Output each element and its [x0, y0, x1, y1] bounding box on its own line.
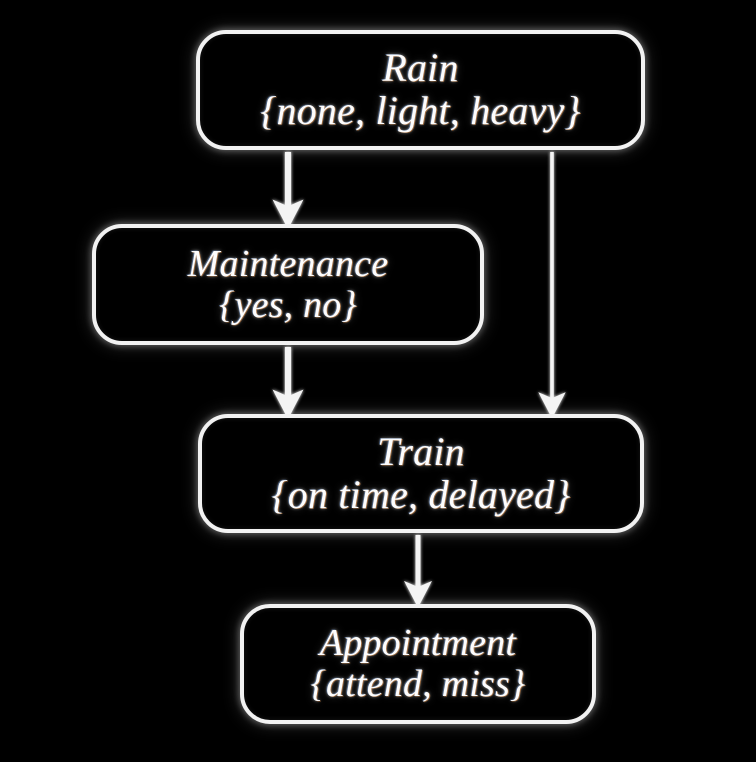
node-train-states: {on time, delayed}: [271, 471, 571, 517]
node-train-label: Train: [377, 428, 465, 474]
node-maintenance-label: Maintenance: [187, 242, 389, 285]
node-appointment-label: Appointment: [319, 622, 517, 665]
node-rain-states: {none, light, heavy}: [260, 88, 581, 133]
node-rain-label: Rain: [382, 45, 459, 91]
node-rain[interactable]: Rain {none, light, heavy}: [196, 30, 645, 150]
node-maintenance[interactable]: Maintenance {yes, no}: [92, 224, 484, 345]
node-appointment[interactable]: Appointment {attend, miss}: [240, 604, 596, 724]
node-maintenance-states: {yes, no}: [219, 283, 357, 326]
node-appointment-states: {attend, miss}: [310, 663, 526, 705]
node-train[interactable]: Train {on time, delayed}: [198, 414, 644, 533]
